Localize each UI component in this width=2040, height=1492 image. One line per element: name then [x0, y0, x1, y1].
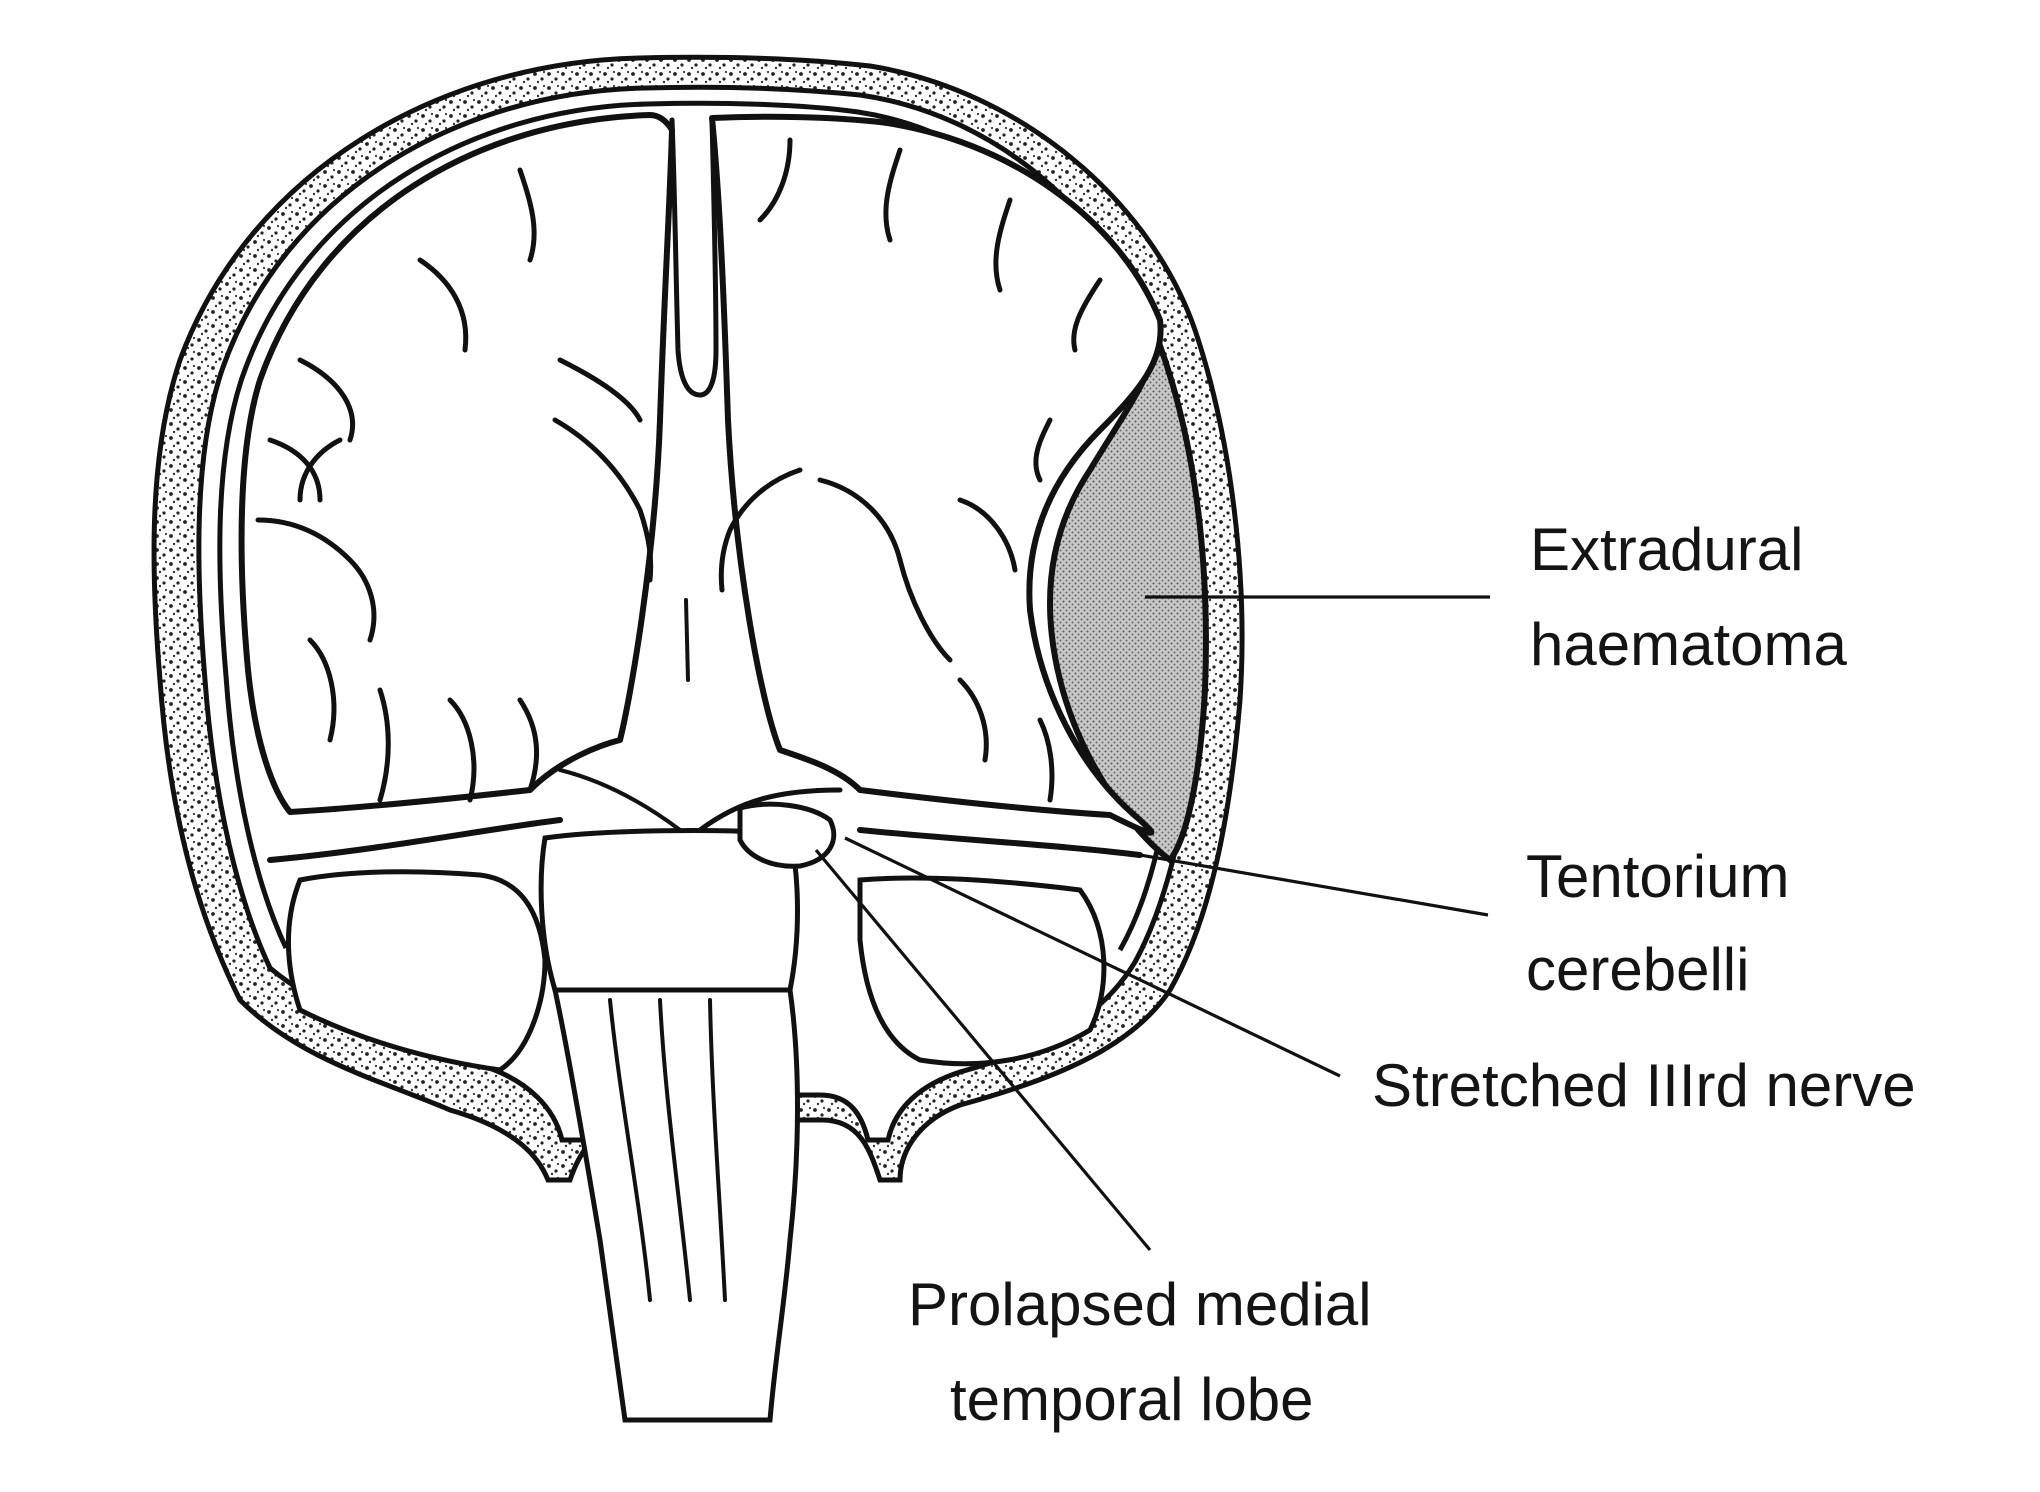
left-cerebellum	[285, 869, 548, 1073]
tentorium-cerebelli-right	[857, 827, 1143, 858]
label-extradural-line2: haematoma	[1530, 611, 1847, 678]
right-cerebral-hemisphere	[709, 113, 1164, 836]
label-stretched-nerve: Stretched IIIrd nerve	[1372, 1052, 1916, 1119]
right-hemisphere-sulci	[757, 137, 1103, 803]
tentorium-cerebelli	[267, 817, 563, 863]
third-ventricle	[684, 598, 690, 682]
right-cerebellum	[857, 875, 1107, 1067]
third-nerve-left	[558, 768, 682, 832]
label-extradural-line1: Extradural	[1530, 516, 1803, 583]
left-cerebral-hemisphere	[238, 112, 675, 815]
brainstem	[551, 987, 800, 1423]
label-tentorium-line1: Tentorium	[1526, 843, 1789, 910]
lateral-ventricle-right	[718, 467, 803, 593]
dura-mater	[217, 101, 649, 950]
falx-cerebri	[669, 117, 719, 398]
left-hemisphere-sulci	[255, 167, 643, 803]
brainstem-tracts	[608, 998, 727, 1302]
label-prolapsed-line1: Prolapsed medial	[908, 1271, 1372, 1338]
leader-third-nerve	[844, 836, 1341, 1078]
prolapsed-medial-temporal-lobe	[737, 801, 837, 869]
leader-tentorium-cerebelli	[1139, 853, 1489, 917]
label-prolapsed-line2: temporal lobe	[950, 1366, 1314, 1433]
lateral-ventricles	[552, 417, 654, 583]
third-nerve	[697, 787, 843, 833]
label-tentorium-line2: cerebelli	[1526, 936, 1749, 1003]
leader-prolapsed-lobe	[814, 848, 1152, 1252]
